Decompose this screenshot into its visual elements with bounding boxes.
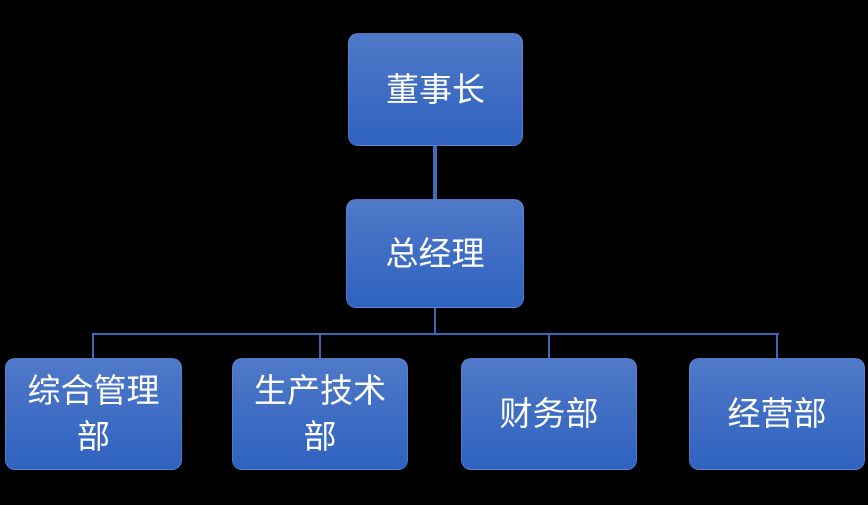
connector-drop-dept3 bbox=[548, 334, 550, 358]
node-dept-finance[interactable]: 财务部 bbox=[461, 358, 637, 470]
node-dept-general-management[interactable]: 综合管理部 bbox=[5, 358, 182, 470]
connector-chairman-to-gm bbox=[433, 145, 437, 200]
connector-drop-dept2 bbox=[319, 334, 321, 358]
node-dept-production-tech-label: 生产技术部 bbox=[254, 372, 386, 455]
node-dept-finance-label: 财务部 bbox=[499, 395, 599, 433]
node-chairman[interactable]: 董事长 bbox=[348, 33, 523, 146]
node-dept-business-label: 经营部 bbox=[727, 395, 827, 433]
connector-gm-stem bbox=[434, 307, 436, 334]
connector-drop-dept1 bbox=[92, 334, 94, 358]
node-dept-production-tech[interactable]: 生产技术部 bbox=[232, 358, 408, 470]
node-chairman-label: 董事长 bbox=[386, 70, 485, 108]
node-dept-business[interactable]: 经营部 bbox=[689, 358, 865, 470]
connector-horizontal-bus bbox=[92, 333, 779, 335]
node-general-manager-label: 总经理 bbox=[385, 234, 485, 272]
node-general-manager[interactable]: 总经理 bbox=[346, 199, 524, 308]
connector-drop-dept4 bbox=[776, 334, 778, 358]
node-dept-general-management-label: 综合管理部 bbox=[27, 372, 160, 455]
